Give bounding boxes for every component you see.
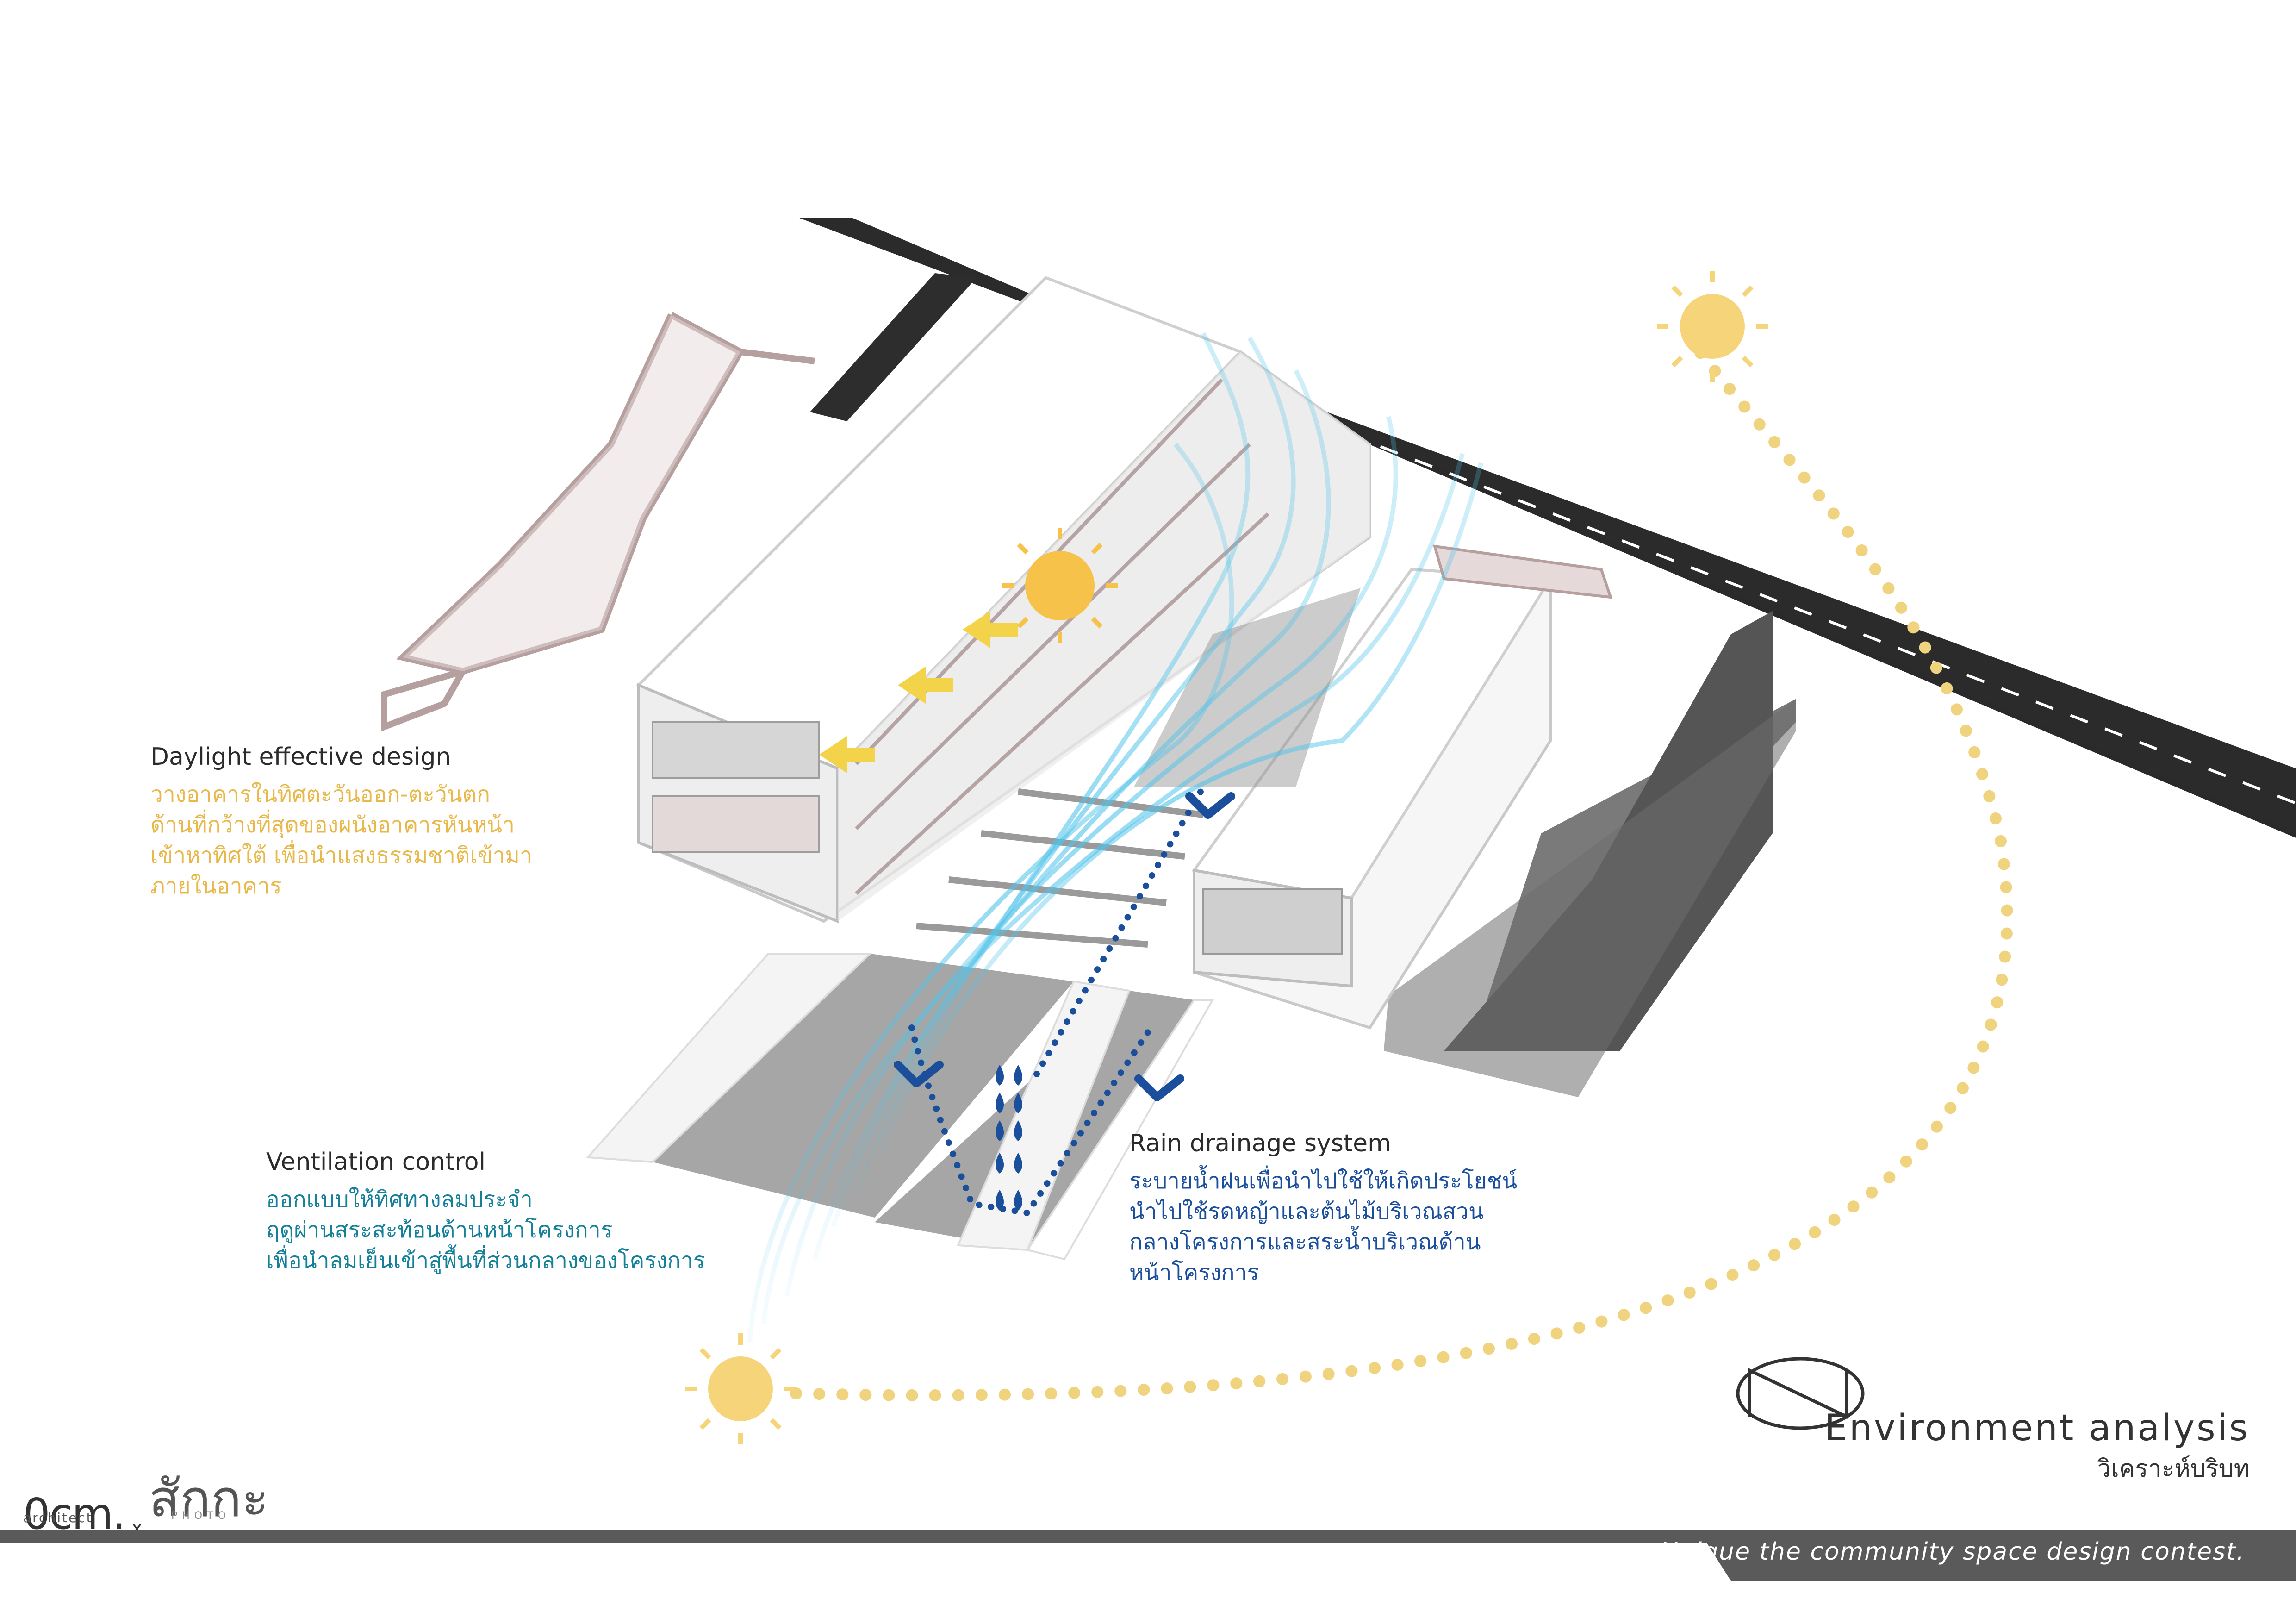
logo-sub-architect: architect [23, 1510, 93, 1525]
wind-flow [747, 332, 1483, 1343]
courtyard-pavement [1134, 588, 1361, 787]
rain-annotation: Rain drainage system ระบายน้ำฝนเพื่อนำไป… [1129, 1130, 1517, 1288]
ventilation-annotation: Ventilation control ออกแบบให้ทิศทางลมประ… [266, 1148, 705, 1276]
rain-line: ระบายน้ำฝนเพื่อนำไปใช้ให้เกิดประโยชน์ [1129, 1168, 1518, 1194]
rain-line: กลางโครงการและสระน้ำบริเวณด้าน [1129, 1229, 1481, 1255]
rain-line: นำไปใช้รดหญ้าและต้นไม้บริเวณสวน [1129, 1199, 1484, 1224]
daylight-line: ด้านที่กว้างที่สุดของผนังอาคารหันหน้า [150, 812, 515, 838]
rain-line: หน้าโครงการ [1129, 1260, 1259, 1286]
planter-right [1384, 699, 1796, 1097]
ramp-left-fill [403, 315, 740, 671]
second-building [1191, 544, 1613, 1030]
daylight-heading: Daylight effective design [150, 743, 451, 771]
ventilation-heading: Ventilation control [266, 1148, 486, 1176]
page-title: Environment analysis [1824, 1407, 2250, 1449]
daylight-annotation: Daylight effective design วางอาคารในทิศต… [150, 743, 532, 901]
raindrop-icon [996, 1065, 1022, 1211]
daylight-line: ภายในอาคาร [150, 873, 282, 899]
logo-sub-photo: PHOTO [171, 1510, 230, 1522]
ground-shadows [585, 953, 1214, 1261]
daylight-arrow-icon [819, 611, 1018, 773]
north-arrow-icon [1736, 1357, 1865, 1430]
sun-icon [1002, 528, 1118, 643]
main-building [636, 276, 1371, 924]
chevron-down-icon [894, 792, 1235, 1101]
logo-thai: สักกะ [149, 1469, 269, 1528]
daylight-line: วางอาคารในทิศตะวันออก-ตะวันตก [150, 781, 491, 807]
title-block: Environment analysis วิเคราะห์บริบท [1824, 1407, 2250, 1487]
ventilation-line: ฤดูผ่านสระสะท้อนด้านหน้าโครงการ [266, 1217, 613, 1243]
footer-tab [1699, 1530, 2296, 1581]
side-road-left [810, 273, 977, 421]
side-road-right [1444, 611, 1773, 1051]
page-subtitle: วิเคราะห์บริบท [2097, 1455, 2250, 1483]
sun-icon [1657, 271, 1768, 382]
rain-heading: Rain drainage system [1129, 1130, 1391, 1157]
rain-path [908, 784, 1207, 1217]
daylight-line: เข้าหาทิศใต้ เพื่อนำแสงธรรมชาติเข้ามา [150, 843, 533, 868]
ventilation-line: เพื่อนำลมเย็นเข้าสู่พื้นที่ส่วนกลางของโค… [266, 1248, 705, 1274]
footer-text: Unique the community space design contes… [1660, 1538, 2245, 1566]
ventilation-line: ออกแบบให้ทิศทางลมประจำ [266, 1187, 533, 1212]
sun-path [790, 332, 2013, 1401]
sun-icon [685, 1333, 796, 1444]
